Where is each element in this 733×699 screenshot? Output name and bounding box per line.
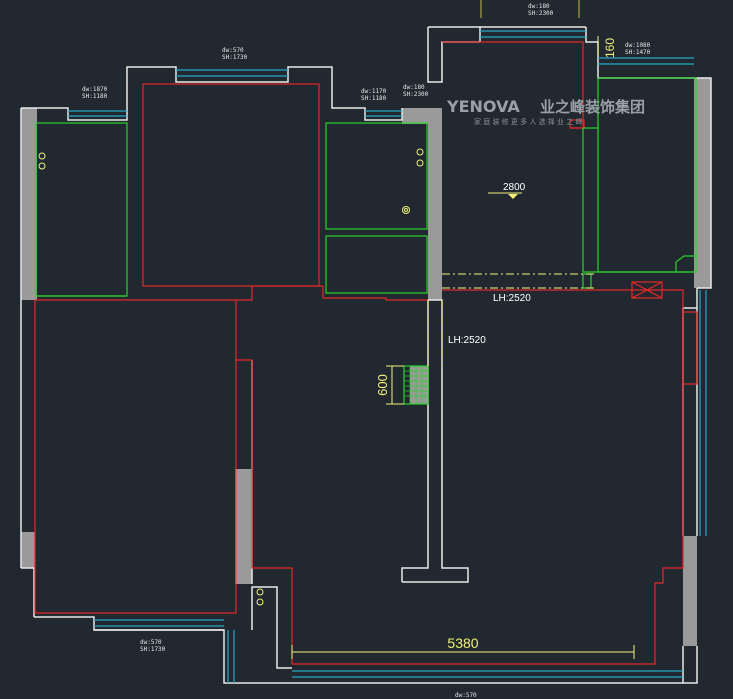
window-label-top-mid2: dw:180 [403,84,425,91]
window-label-top-mid: dw:1170 [361,88,387,95]
window-label-top-center: dw:570 [222,47,244,54]
window-label-top-mid2-sh: SH:2300 [403,91,429,98]
brand-slogan: 家 庭 装 修 更 多 人 选 择 业 之 峰 [474,117,582,126]
window-label-topmost-sh: SH:2300 [528,10,554,17]
lh-vertical-text: LH:2520 [448,335,486,346]
door-dimension-text: 600 [375,374,390,396]
window-label-top-right: dw:1080 [625,42,651,49]
width-dimension-text: 5380 [447,635,478,651]
windows [68,30,707,683]
watermark: YENOVA 业之峰装饰集团 家 庭 装 修 更 多 人 选 择 业 之 峰 [446,97,645,126]
window-label-top-center-sh: SH:1730 [222,54,248,61]
width-dimension-line [291,645,635,659]
window-label-bottom: dw:570 [455,692,477,699]
offset-dimension-text: 160 [603,38,617,58]
window-label-bottom-left: dw:570 [140,639,162,646]
window-label-bottom-left-sh: SH:1730 [140,646,166,653]
window-label-top-right-sh: SH:1470 [625,49,651,56]
socket-symbols [38,148,424,606]
green-room-outlines [35,77,697,405]
red-room-outlines [34,41,698,665]
lh-horizontal-text: LH:2520 [493,293,531,304]
beam-lines [427,273,596,366]
top-marker-lines [480,0,580,18]
level-marker-icon [508,194,518,199]
door-dimension-line [386,365,404,405]
window-label-top-left: dw:1870 [82,86,108,93]
window-label-top-left-sh: SH:1180 [82,93,108,100]
door-hatch [404,366,428,404]
window-label-topmost: dw:180 [528,3,550,10]
level-text: 2800 [503,182,526,193]
window-label-top-mid-sh: SH:1180 [361,95,387,102]
wall-fills [21,78,711,646]
brand-cjk: 业之峰装饰集团 [540,98,645,116]
brand-latin: YENOVA [446,97,520,116]
